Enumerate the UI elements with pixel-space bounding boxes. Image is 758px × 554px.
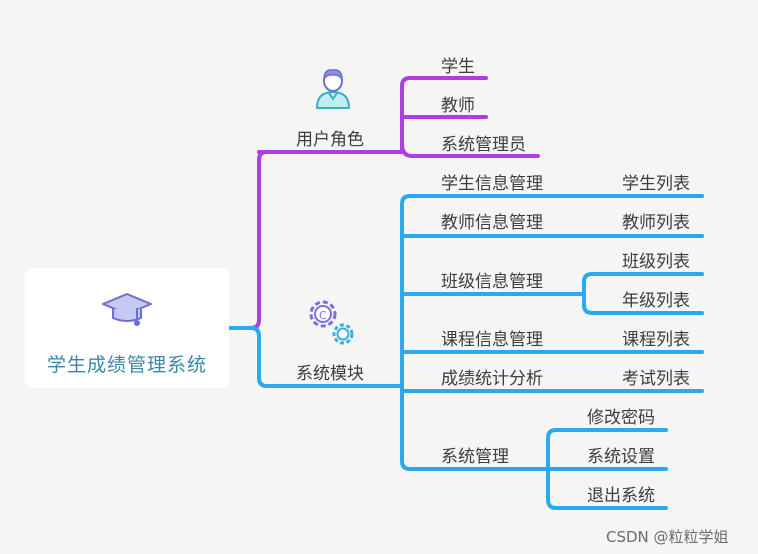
modules-connectors [227, 194, 704, 510]
module-link-student [400, 194, 704, 388]
root-title: 学生成绩管理系统 [46, 354, 207, 376]
role-item-admin[interactable]: 系统管理员 [441, 135, 526, 155]
watermark: CSDN @粒粒学姐 [606, 528, 729, 546]
svg-text:C: C [319, 309, 327, 322]
leaf-exam-list[interactable]: 考试列表 [622, 369, 690, 389]
leaf-system-settings[interactable]: 系统设置 [587, 447, 655, 467]
roles-branch-label[interactable]: 用户角色 [296, 130, 364, 150]
user-avatar-icon [316, 69, 350, 109]
module-score-analysis[interactable]: 成绩统计分析 [441, 369, 543, 389]
module-teacher-info[interactable]: 教师信息管理 [441, 213, 543, 233]
module-class-info[interactable]: 班级信息管理 [441, 272, 543, 292]
modules-branch-label[interactable]: 系统模块 [296, 364, 364, 384]
leaf-exit-system[interactable]: 退出系统 [587, 486, 655, 506]
role-link-admin [400, 142, 540, 158]
modules-trunk [227, 326, 404, 388]
leaf-link-grade [582, 292, 704, 315]
leaf-grade-list[interactable]: 年级列表 [622, 291, 690, 311]
leaf-link-password [546, 428, 668, 471]
leaf-student-list[interactable]: 学生列表 [622, 174, 690, 194]
role-item-teacher[interactable]: 教师 [441, 96, 475, 116]
leaf-teacher-list[interactable]: 教师列表 [622, 213, 690, 233]
root-node[interactable]: 学生成绩管理系统 [25, 268, 229, 388]
leaf-link-exit [546, 467, 668, 510]
leaf-change-password[interactable]: 修改密码 [587, 408, 655, 428]
role-item-student[interactable]: 学生 [441, 57, 475, 77]
leaf-course-list[interactable]: 课程列表 [622, 330, 690, 350]
leaf-link-class [582, 272, 704, 296]
module-link-sysadmin [400, 384, 550, 471]
module-student-info[interactable]: 学生信息管理 [441, 174, 543, 194]
gears-icon: C [309, 300, 354, 345]
module-system-admin[interactable]: 系统管理 [441, 447, 509, 467]
module-course-info[interactable]: 课程信息管理 [441, 330, 543, 350]
graduation-cap-icon [102, 293, 152, 326]
leaf-class-list[interactable]: 班级列表 [622, 252, 690, 272]
